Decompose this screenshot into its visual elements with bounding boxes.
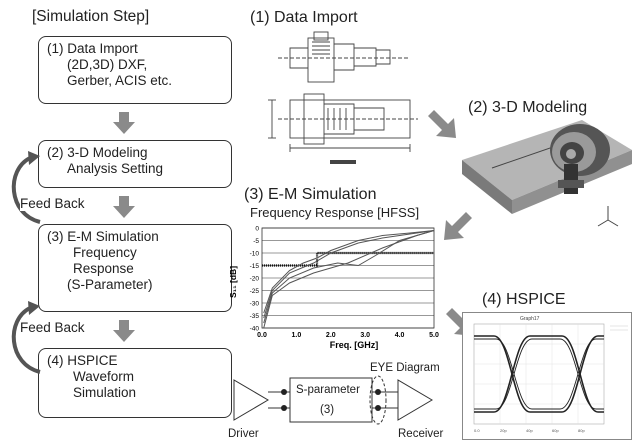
y-tick-label: -40	[250, 326, 260, 333]
chart-ylabel: S₁₁ [dB]	[228, 266, 238, 298]
flow-arrow	[113, 320, 135, 342]
flow-arrow	[113, 196, 135, 218]
receiver-label: Receiver	[398, 428, 444, 440]
svg-text:80p: 80p	[578, 428, 585, 433]
spec-limit-line	[262, 251, 434, 267]
step-line: (4) HSPICE	[47, 353, 118, 368]
y-tick-label: -20	[250, 276, 260, 283]
driver-label: Driver	[228, 428, 259, 440]
y-tick-label: 0	[255, 226, 259, 233]
step-line: Response	[73, 261, 134, 276]
x-tick-label: 4.0	[395, 332, 405, 339]
hspice-title: (4) HSPICE	[482, 291, 566, 308]
connector-drawing-image	[268, 31, 418, 164]
feedback-arrow-icon	[11, 301, 41, 374]
process-arrow-icon	[428, 110, 456, 138]
y-tick-label: -5	[253, 238, 259, 245]
sparam-block-label: S-parameter	[296, 384, 360, 396]
y-tick-label: -15	[250, 263, 260, 270]
svg-text:60p: 60p	[552, 428, 559, 433]
eye-plot-title: Graph17	[520, 316, 540, 322]
step-line: (S-Parameter)	[67, 277, 153, 292]
step-line: Frequency	[73, 245, 137, 260]
step-3d-modeling: (2) 3-D Modeling Analysis Setting	[38, 140, 232, 188]
eye-diagram-plot: Graph17 0.0 20p 40p 60p 80p	[462, 312, 632, 440]
x-tick-label: 3.0	[360, 332, 370, 339]
svg-text:20p: 20p	[500, 428, 507, 433]
y-tick-label: -25	[250, 288, 260, 295]
eye-diagram-label: EYE Diagram	[370, 362, 440, 374]
s11-series-line	[263, 230, 435, 319]
svg-text:40p: 40p	[526, 428, 533, 433]
feedback-label: Feed Back	[20, 320, 85, 335]
process-arrow-icon	[444, 212, 472, 240]
step-line: (2D,3D) DXF,	[67, 57, 148, 72]
step-line: (3) E-M Simulation	[47, 229, 159, 244]
step-line: Gerber, ACIS etc.	[67, 73, 173, 88]
step-line: Simulation	[73, 385, 137, 400]
step-line: (1) Data Import	[47, 41, 138, 56]
x-tick-label: 1.0	[292, 332, 302, 339]
circuit-schematic	[233, 375, 433, 425]
flow-header: [Simulation Step]	[32, 8, 150, 25]
step-line: (2) 3-D Modeling	[47, 145, 148, 160]
x-tick-label: 2.0	[326, 332, 336, 339]
freq-response-title: Frequency Response [HFSS]	[250, 205, 420, 220]
em-sim-title: (3) E-M Simulation	[244, 186, 377, 203]
chart-xlabel: Freq. [GHz]	[330, 340, 379, 350]
step-data-import: (1) Data Import (2D,3D) DXF, Gerber, ACI…	[38, 36, 232, 104]
step-line: Analysis Setting	[67, 161, 164, 176]
y-tick-label: -30	[250, 301, 260, 308]
3d-model-image	[462, 120, 632, 227]
x-tick-label: 5.0	[429, 332, 439, 339]
flow-arrow	[113, 112, 135, 134]
y-tick-label: -35	[250, 313, 260, 320]
feedback-arrow-icon	[11, 151, 41, 224]
y-tick-label: -10	[250, 251, 260, 258]
s11-chart: 0 -5 -10 -15 -20 -25 -30 -35 -400.0 1.0 2.0 3.0 4.0 5…	[228, 226, 439, 351]
feedback-label: Feed Back	[20, 196, 85, 211]
step-line: Waveform	[73, 369, 135, 384]
data-import-title: (1) Data Import	[250, 9, 358, 26]
svg-text:0.0: 0.0	[474, 428, 480, 433]
step-hspice: (4) HSPICE Waveform Simulation	[38, 348, 232, 418]
modeling-title: (2) 3-D Modeling	[468, 99, 588, 116]
s11-series-line	[263, 230, 435, 314]
step-em-simulation: (3) E-M Simulation Frequency Response (S…	[38, 224, 232, 312]
s11-series-line	[263, 230, 435, 324]
sparam-block-index: (3)	[320, 404, 335, 416]
x-tick-label: 0.0	[257, 332, 267, 339]
